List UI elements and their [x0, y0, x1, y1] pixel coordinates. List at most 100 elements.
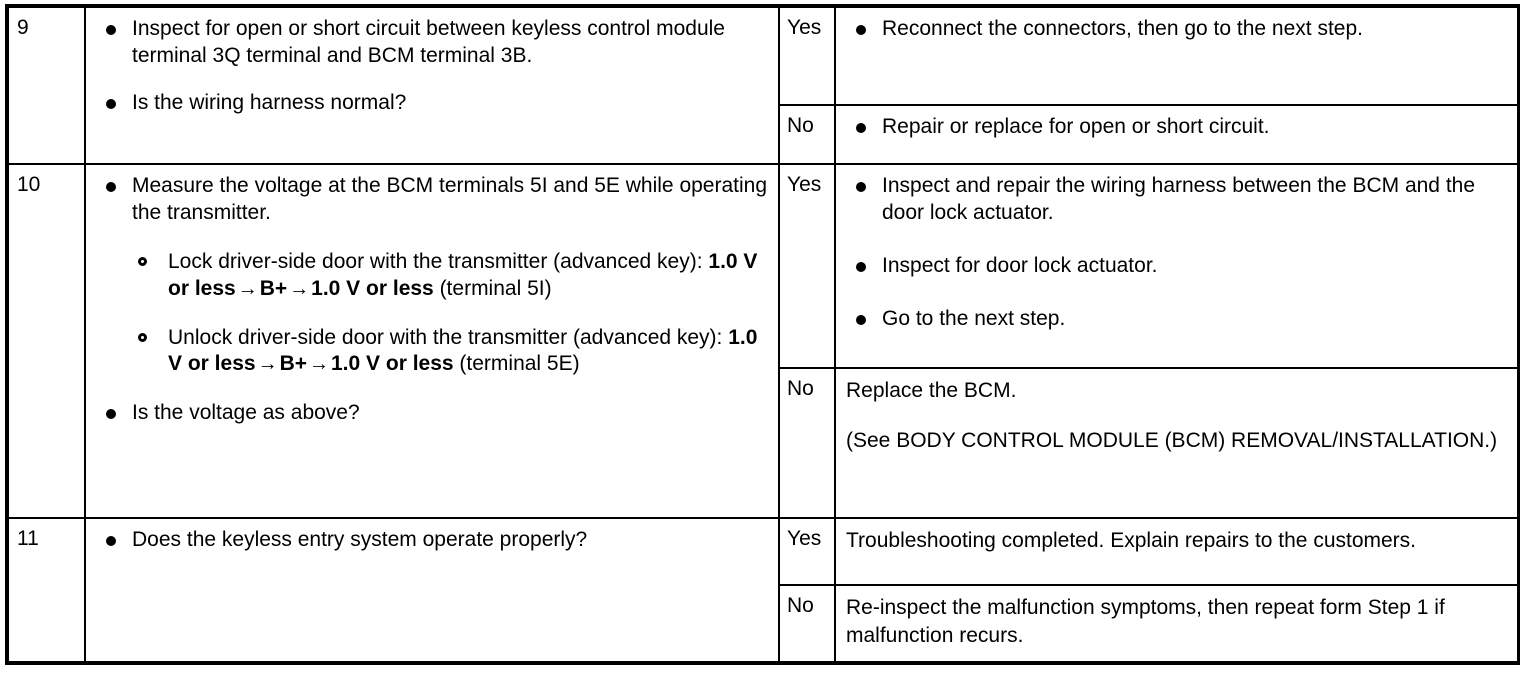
step-number: 11	[17, 527, 39, 550]
bullet-disc-icon	[106, 25, 116, 35]
arrow-right-icon: →	[257, 353, 278, 376]
result-content: Troubleshooting completed. Explain repai…	[836, 519, 1517, 565]
list-item: Inspect and repair the wiring harness be…	[848, 173, 1507, 227]
result-cell-yes-9: Reconnect the connectors, then go to the…	[834, 5, 1520, 106]
result-paragraph: Troubleshooting completed. Explain repai…	[846, 529, 1417, 552]
sub-item-tail: (terminal 5E)	[453, 352, 580, 376]
action-content: Does the keyless entry system operate pr…	[86, 519, 778, 564]
list-item-text: Repair or replace for open or short circ…	[882, 115, 1270, 138]
result-bullet-list: Repair or replace for open or short circ…	[848, 114, 1507, 141]
bullet-disc-icon	[856, 25, 866, 35]
action-content: Inspect for open or short circuit betwee…	[86, 8, 778, 127]
step-number: 9	[17, 16, 29, 39]
table-row: No Replace the BCM. (See BODY CONTROL MO…	[7, 367, 1520, 519]
spec-value-c: 1.0 V or less	[311, 276, 434, 300]
arrow-right-icon: →	[309, 353, 329, 376]
list-item: Lock driver-side door with the transmitt…	[132, 249, 768, 303]
result-paragraph: Replace the BCM.	[846, 379, 1017, 402]
table-row: 10 Measure the voltage at the BCM termin…	[6, 163, 1520, 519]
spec-value-a: 1.0 V or less	[168, 249, 758, 300]
action-sub-bullet-list: Lock driver-side door with the transmitt…	[132, 249, 768, 379]
answer-cell-yes-9: Yes	[778, 5, 836, 106]
result-content: Re-inspect the malfunction symptoms, the…	[836, 586, 1517, 661]
answer-cell-no-10: No	[778, 367, 836, 519]
action-bullet-list: Does the keyless entry system operate pr…	[98, 527, 768, 554]
bullet-disc-icon	[106, 409, 116, 420]
list-item: Go to the next step.	[848, 306, 1507, 333]
bullet-circle-icon	[138, 332, 147, 342]
bullet-disc-icon	[856, 261, 866, 272]
troubleshooting-sheet: 9 Inspect for open or short circuit betw…	[0, 4, 1520, 676]
step-number: 10	[17, 173, 41, 196]
sub-item-tail: (terminal 5I)	[433, 276, 552, 300]
answer-cell-yes-10: Yes	[778, 163, 836, 369]
list-item-text: Inspect and repair the wiring harness be…	[882, 174, 1476, 224]
action-cell-11: Does the keyless entry system operate pr…	[84, 517, 780, 664]
list-item: Inspect for open or short circuit betwee…	[98, 16, 768, 70]
result-cell-no-9: Repair or replace for open or short circ…	[834, 104, 1520, 165]
result-cell-yes-10: Inspect and repair the wiring harness be…	[834, 163, 1520, 369]
bullet-disc-icon	[856, 314, 866, 325]
sub-item-text: Lock driver-side door with the transmitt…	[168, 250, 757, 300]
list-item-text: Does the keyless entry system operate pr…	[132, 528, 588, 551]
result-bullet-list: Reconnect the connectors, then go to the…	[848, 16, 1507, 43]
result-content: Replace the BCM. (See BODY CONTROL MODUL…	[836, 369, 1517, 466]
list-item-text: Inspect for open or short circuit betwee…	[132, 17, 725, 67]
list-item: Repair or replace for open or short circ…	[848, 114, 1507, 141]
result-cell-no-11: Re-inspect the malfunction symptoms, the…	[834, 584, 1520, 664]
list-item: Does the keyless entry system operate pr…	[98, 527, 768, 554]
result-cell-no-10: Replace the BCM. (See BODY CONTROL MODUL…	[834, 367, 1520, 519]
list-item: Reconnect the connectors, then go to the…	[848, 16, 1507, 43]
answer-cell-no-9: No	[778, 104, 836, 165]
bullet-disc-icon	[106, 182, 116, 192]
arrow-right-icon: →	[237, 277, 258, 300]
sub-item-lead: Unlock driver-side door with the transmi…	[168, 325, 729, 349]
result-content: Reconnect the connectors, then go to the…	[836, 8, 1517, 53]
action-bullet-list: Inspect for open or short circuit betwee…	[98, 16, 768, 117]
result-paragraph: (See BODY CONTROL MODULE (BCM) REMOVAL/I…	[846, 429, 1498, 453]
list-item: Measure the voltage at the BCM terminals…	[98, 173, 768, 378]
answer-label: No	[787, 114, 814, 137]
step-number-cell-11: 11	[6, 517, 86, 664]
list-item: Inspect for door lock actuator.	[848, 253, 1507, 280]
list-item: Unlock driver-side door with the transmi…	[132, 325, 768, 379]
list-item-text: Is the wiring harness normal?	[132, 90, 407, 114]
sub-item-text: Unlock driver-side door with the transmi…	[168, 326, 757, 376]
list-item: Is the wiring harness normal?	[98, 90, 768, 117]
answer-label: No	[787, 594, 814, 617]
table-row: 11 Does the keyless entry system operate…	[6, 517, 1520, 664]
list-item-text: Is the voltage as above?	[132, 401, 360, 425]
bullet-disc-icon	[106, 536, 116, 546]
answer-cell-no-11: No	[778, 584, 836, 664]
action-content: Measure the voltage at the BCM terminals…	[86, 165, 778, 437]
result-cell-yes-11: Troubleshooting completed. Explain repai…	[834, 517, 1520, 586]
list-item-text: Reconnect the connectors, then go to the…	[882, 17, 1363, 40]
answer-label: Yes	[787, 527, 822, 550]
bullet-circle-icon	[138, 256, 147, 266]
result-content: Inspect and repair the wiring harness be…	[836, 165, 1517, 343]
spec-value-b: B+	[279, 352, 307, 376]
spec-value-c: 1.0 V or less	[331, 352, 454, 376]
answer-label: No	[787, 377, 814, 400]
table-row: 9 Inspect for open or short circuit betw…	[6, 5, 1520, 165]
sub-item-lead: Lock driver-side door with the transmitt…	[168, 249, 709, 273]
troubleshooting-table: 9 Inspect for open or short circuit betw…	[5, 4, 1520, 665]
table-row: No Repair or replace for open or short c…	[7, 104, 1520, 165]
answer-label: Yes	[787, 16, 822, 39]
action-cell-10: Measure the voltage at the BCM terminals…	[84, 163, 780, 519]
result-content: Repair or replace for open or short circ…	[836, 106, 1517, 151]
step-number-cell-9: 9	[6, 5, 86, 165]
list-item-text: Inspect for door lock actuator.	[882, 253, 1158, 277]
action-cell-9: Inspect for open or short circuit betwee…	[84, 5, 780, 165]
bullet-disc-icon	[106, 98, 116, 109]
step-number-cell-10: 10	[6, 163, 86, 519]
spec-value-a: 1.0 V or less	[168, 325, 758, 376]
bullet-disc-icon	[856, 182, 866, 192]
arrow-right-icon: →	[289, 277, 310, 300]
result-bullet-list: Inspect and repair the wiring harness be…	[848, 173, 1507, 333]
list-item-text: Go to the next step.	[882, 306, 1066, 330]
answer-label: Yes	[787, 173, 822, 196]
table-row: No Re-inspect the malfunction symptoms, …	[7, 584, 1520, 664]
list-item-text: Measure the voltage at the BCM terminals…	[132, 174, 768, 224]
list-item: Is the voltage as above?	[98, 400, 768, 427]
